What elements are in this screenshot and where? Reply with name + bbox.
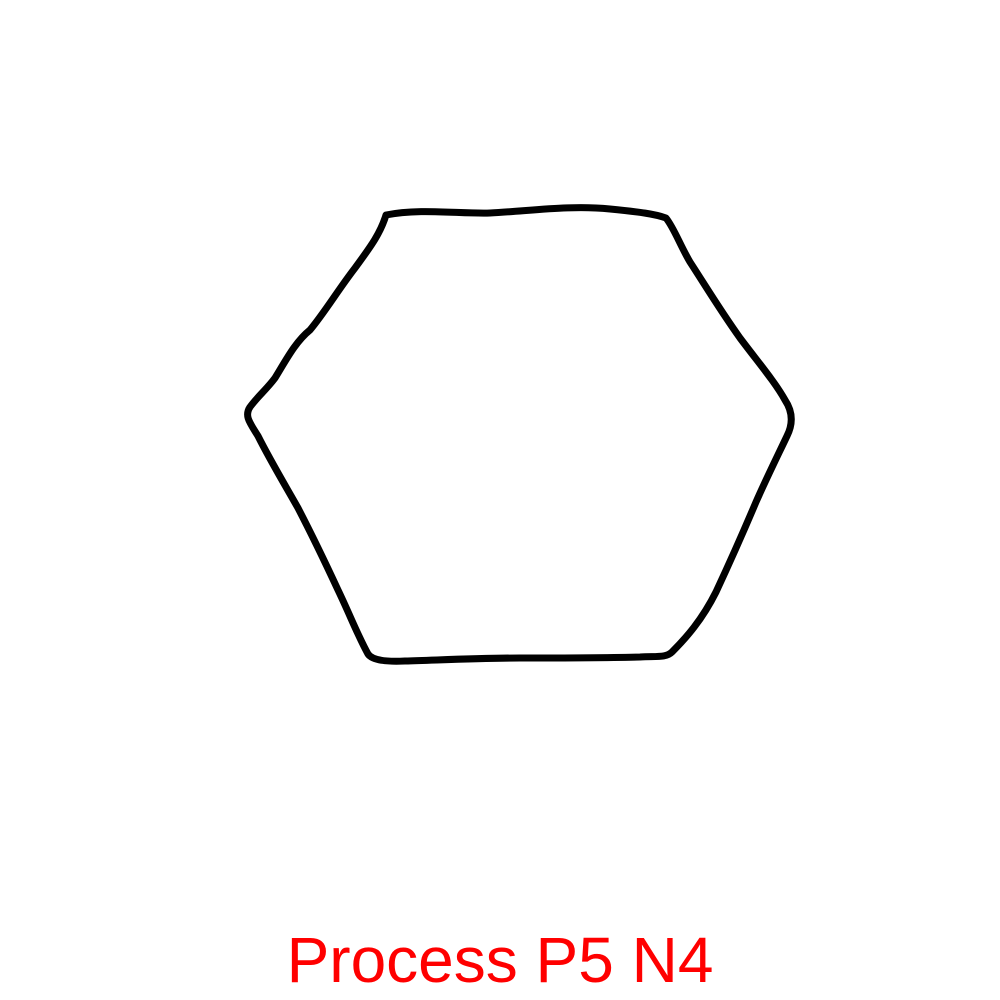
hexagon-shape: [244, 204, 795, 665]
process-caption: Process P5 N4: [286, 924, 714, 996]
